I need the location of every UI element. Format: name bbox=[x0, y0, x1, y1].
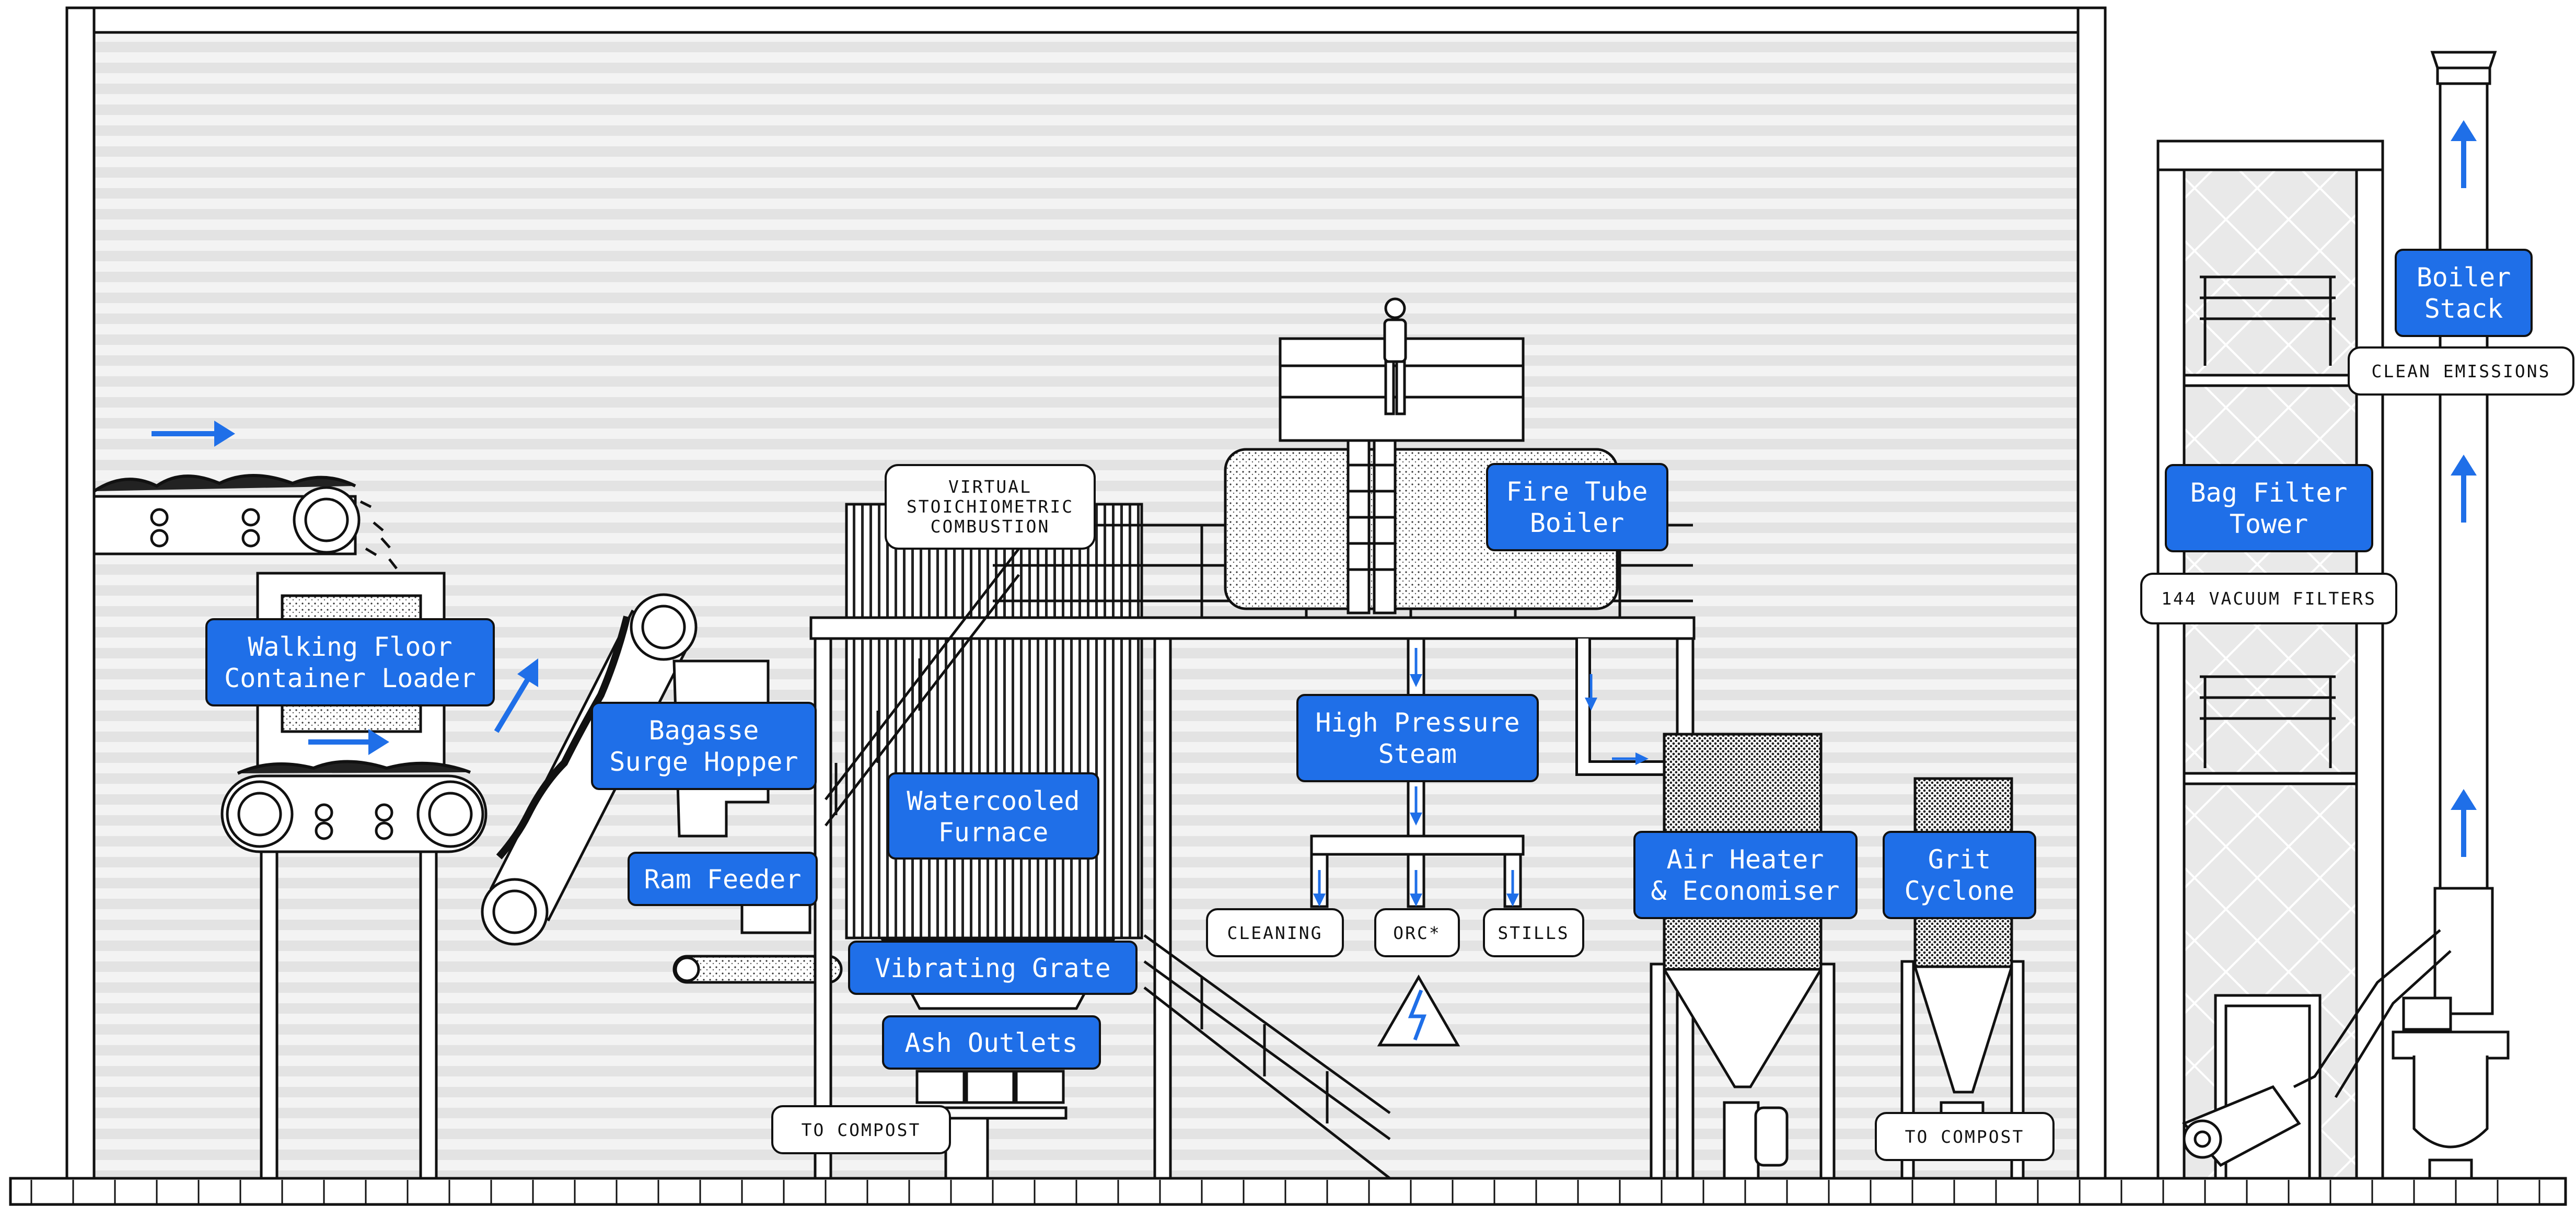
tag-text: ORC* bbox=[1393, 923, 1441, 943]
inclined-conveyor bbox=[481, 593, 698, 946]
flow-arrow-icon bbox=[152, 120, 2477, 907]
label-walking-floor-container-loader: Walking Floor Container Loader bbox=[205, 618, 495, 706]
label-line: & Economiser bbox=[1651, 876, 1839, 906]
label-air-heater-economiser: Air Heater & Economiser bbox=[1633, 831, 1858, 919]
ground bbox=[9, 1177, 2567, 1206]
label-line: Stack bbox=[2424, 294, 2503, 324]
tag-text: STILLS bbox=[1498, 923, 1569, 943]
label-line: Grit bbox=[1928, 844, 1991, 875]
label-boiler-stack: Boiler Stack bbox=[2395, 249, 2533, 337]
label-line: Surge Hopper bbox=[609, 747, 798, 777]
top-conveyor bbox=[92, 474, 398, 570]
worker-figure-icon bbox=[1383, 297, 1407, 415]
label-line: Cyclone bbox=[1905, 876, 2015, 906]
electricity-warning-icon bbox=[1377, 974, 1460, 1047]
tag-orc: ORC* bbox=[1374, 908, 1460, 957]
tag-text: CLEANING bbox=[1227, 923, 1323, 943]
tag-clean-emissions: CLEAN EMISSIONS bbox=[2348, 346, 2574, 396]
label-line: Air Heater bbox=[1666, 844, 1824, 875]
bag-filter-tower-structure bbox=[2156, 140, 2384, 1180]
tag-text: 144 VACUUM FILTERS bbox=[2161, 588, 2376, 609]
label-line: Boiler bbox=[1530, 508, 1624, 538]
label-bagasse-surge-hopper: Bagasse Surge Hopper bbox=[591, 702, 817, 790]
tag-144-vacuum-filters: 144 VACUUM FILTERS bbox=[2140, 573, 2397, 624]
steam-piping bbox=[1310, 637, 1667, 908]
label-grit-cyclone: Grit Cyclone bbox=[1883, 831, 2036, 919]
label-line: Steam bbox=[1378, 739, 1457, 769]
tag-line: COMBUSTION bbox=[931, 516, 1050, 537]
label-ash-outlets: Ash Outlets bbox=[882, 1015, 1101, 1070]
tag-line: STOICHIOMETRIC bbox=[907, 496, 1074, 517]
label-line: Boiler bbox=[2417, 262, 2511, 293]
tag-text: CLEAN EMISSIONS bbox=[2371, 361, 2550, 381]
label-line: Fire Tube bbox=[1506, 477, 1648, 507]
label-line: High Pressure bbox=[1315, 708, 1519, 738]
label-ram-feeder: Ram Feeder bbox=[628, 852, 818, 906]
tag-virtual-stoichiometric-combustion: VIRTUAL STOICHIOMETRIC COMBUSTION bbox=[885, 464, 1096, 550]
label-high-pressure-steam: High Pressure Steam bbox=[1296, 694, 1539, 782]
label-vibrating-grate: Vibrating Grate bbox=[848, 941, 1138, 995]
label-fire-tube-boiler: Fire Tube Boiler bbox=[1486, 463, 1668, 551]
label-line: Furnace bbox=[938, 817, 1049, 848]
tag-to-compost-right: TO COMPOST bbox=[1875, 1112, 2055, 1161]
label-line: Container Loader bbox=[224, 663, 476, 693]
tag-stills: STILLS bbox=[1483, 908, 1584, 957]
tag-text: TO COMPOST bbox=[802, 1120, 921, 1140]
label-line: Watercooled bbox=[907, 786, 1080, 816]
label-bag-filter-tower: Bag Filter Tower bbox=[2165, 464, 2373, 552]
label-line: Tower bbox=[2230, 509, 2308, 539]
label-line: Walking Floor bbox=[248, 632, 452, 662]
label-line: Ash Outlets bbox=[904, 1028, 1077, 1058]
label-line: Bag Filter bbox=[2190, 478, 2347, 508]
tag-line: VIRTUAL bbox=[948, 477, 1032, 497]
tag-cleaning: CLEANING bbox=[1206, 908, 1344, 957]
label-line: Vibrating Grate bbox=[875, 953, 1111, 983]
tag-to-compost-left: TO COMPOST bbox=[771, 1105, 951, 1154]
label-watercooled-furnace: Watercooled Furnace bbox=[887, 772, 1099, 860]
label-line: Bagasse bbox=[649, 715, 759, 746]
tag-text: TO COMPOST bbox=[1905, 1127, 2025, 1147]
label-line: Ram Feeder bbox=[644, 864, 801, 895]
